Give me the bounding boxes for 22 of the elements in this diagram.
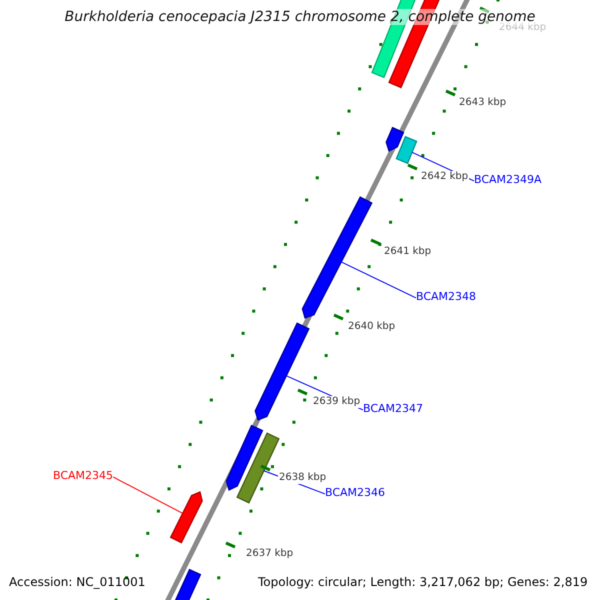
- gene-label: BCAM2345: [53, 470, 114, 483]
- tick-label: 2637 kbp: [245, 548, 294, 560]
- tick-label: 2639 kbp: [312, 396, 362, 408]
- title: Burkholderia cenocepacia J2315 chromosome 2, complete genome: [64, 9, 536, 26]
- tick-label: 2642 kbp: [420, 171, 470, 182]
- gene-label: BCAM2346: [325, 487, 386, 500]
- leader-line: [112, 476, 184, 514]
- gene-bar: [396, 136, 418, 164]
- tick-label: 2638 kbp: [278, 472, 328, 484]
- gene-bar: [170, 491, 203, 544]
- gene-bar: [302, 196, 373, 319]
- gene-bar: [236, 432, 280, 504]
- tick-label: 2643 kbp: [458, 97, 508, 108]
- gene-label: BCAM2349A: [474, 174, 542, 187]
- info-text: Topology: circular; Length: 3,217,062 bp; Genes: 2,819: [258, 576, 588, 590]
- tick-label: 2644 kbp: [498, 22, 548, 34]
- tick-label: 2640 kbp: [347, 321, 396, 332]
- tick-label: 2641 kbp: [383, 246, 432, 258]
- leader-line: [340, 261, 416, 298]
- gene-label: BCAM2348: [416, 291, 476, 304]
- gene-label: BCAM2347: [363, 403, 424, 416]
- gene-bar: [254, 322, 310, 421]
